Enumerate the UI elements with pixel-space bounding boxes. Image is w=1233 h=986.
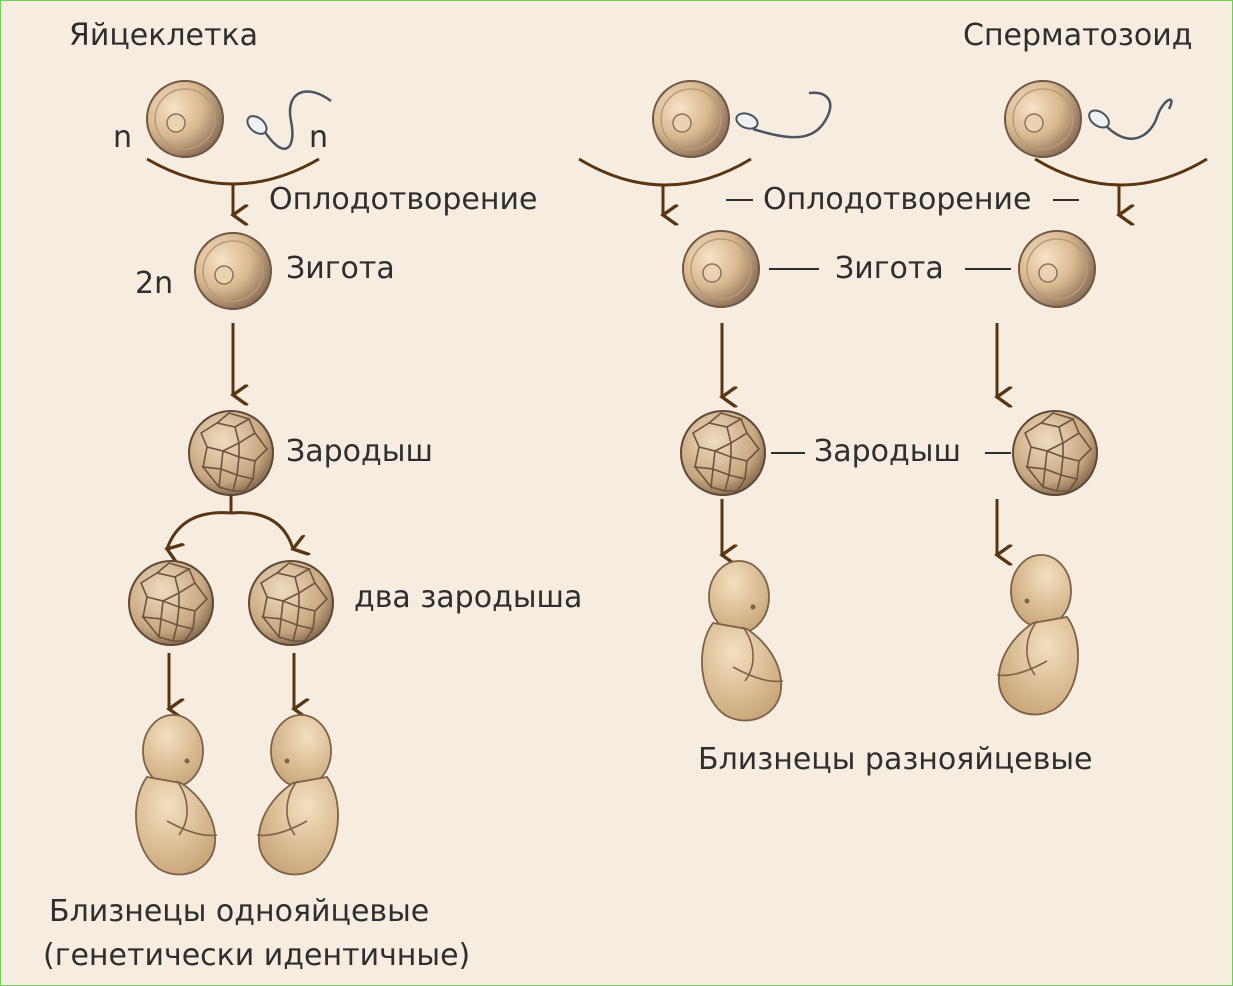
embryo-twin-2 bbox=[249, 561, 333, 645]
label-fraternal-twins: Близнецы разнояйцевые bbox=[698, 745, 1093, 775]
label-embryo-left: Зародыш bbox=[286, 437, 433, 467]
embryo-twin-1 bbox=[129, 561, 213, 645]
label-haploid-right: n bbox=[309, 123, 328, 153]
label-haploid-left: n bbox=[113, 123, 132, 153]
zygote-right-2 bbox=[1019, 231, 1095, 307]
embryo-left bbox=[189, 411, 273, 495]
sperm-cell-right-2 bbox=[1086, 100, 1171, 139]
fetus-fraternal-2 bbox=[997, 555, 1078, 715]
label-fertilization-left: Оплодотворение bbox=[269, 185, 537, 215]
label-egg-cell: Яйцеклетка bbox=[69, 21, 258, 51]
label-identical-twins: Близнецы однояйцевые bbox=[49, 897, 429, 927]
split-arrow bbox=[167, 495, 293, 549]
label-zygote-left: Зигота bbox=[286, 254, 395, 284]
egg-cell-left bbox=[147, 81, 223, 157]
label-identical-twins-note: (генетически идентичные) bbox=[43, 941, 470, 971]
fertilization-bracket-right-2 bbox=[1035, 159, 1207, 185]
embryo-right-1 bbox=[681, 411, 765, 495]
fertilization-bracket-left bbox=[147, 159, 319, 184]
fetus-fraternal-1 bbox=[702, 561, 783, 721]
fetus-identical-2 bbox=[257, 715, 338, 875]
embryo-right-2 bbox=[1013, 411, 1097, 495]
egg-cell-right-1 bbox=[653, 81, 729, 157]
label-two-embryos: два зародыша bbox=[354, 583, 582, 613]
zygote-left bbox=[195, 233, 271, 309]
fertilization-bracket-right-1 bbox=[579, 159, 751, 185]
label-zygote-right: Зигота bbox=[835, 254, 944, 284]
label-fertilization-right: Оплодотворение bbox=[763, 185, 1031, 215]
label-embryo-right: Зародыш bbox=[814, 437, 961, 467]
fetus-identical-1 bbox=[136, 715, 217, 875]
label-sperm: Сперматозоид bbox=[963, 21, 1192, 51]
label-diploid: 2n bbox=[135, 269, 173, 299]
zygote-right-1 bbox=[683, 231, 759, 307]
sperm-cell-right-1 bbox=[734, 93, 830, 137]
egg-cell-right-2 bbox=[1005, 81, 1081, 157]
